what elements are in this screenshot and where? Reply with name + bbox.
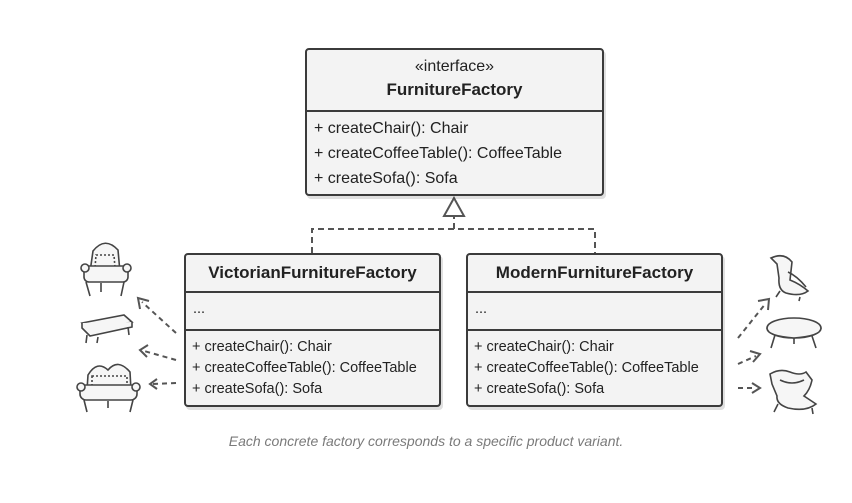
interface-furniture-factory-box: «interface» FurnitureFactory + createCha… xyxy=(305,48,604,196)
figure-caption: Each concrete factory corresponds to a s… xyxy=(228,433,624,449)
modern-method-create-chair: + createChair(): Chair xyxy=(474,339,614,355)
method-create-coffee-table: + createCoffeeTable(): CoffeeTable xyxy=(314,145,563,162)
arrow-to-modern-table xyxy=(737,355,757,365)
method-create-chair: + createChair(): Chair xyxy=(314,120,469,137)
realization-arrowhead xyxy=(442,195,466,217)
realization-line xyxy=(311,228,596,253)
victorian-method-create-coffee-table: + createCoffeeTable(): CoffeeTable xyxy=(192,360,417,376)
interface-stereotype: «interface» xyxy=(414,58,495,75)
modern-furniture-factory-box: ModernFurnitureFactory ... + createChair… xyxy=(466,253,723,407)
victorian-method-create-chair: + createChair(): Chair xyxy=(192,339,332,355)
modern-method-create-coffee-table: + createCoffeeTable(): CoffeeTable xyxy=(474,360,699,376)
arrow-to-victorian-sofa xyxy=(151,382,177,385)
victorian-fields-ellipsis: ... xyxy=(193,301,206,317)
interface-name: FurnitureFactory xyxy=(386,80,523,99)
modern-fields-ellipsis: ... xyxy=(475,301,488,317)
arrow-to-victorian-armchair xyxy=(141,301,177,334)
victorian-furniture-factory-box: VictorianFurnitureFactory ... + createCh… xyxy=(184,253,441,407)
victorian-method-create-sofa: + createSofa(): Sofa xyxy=(192,381,323,397)
arrow-to-victorian-table xyxy=(143,350,177,361)
victorian-factory-name: VictorianFurnitureFactory xyxy=(208,263,417,282)
method-create-sofa: + createSofa(): Sofa xyxy=(314,170,458,187)
modern-method-create-sofa: + createSofa(): Sofa xyxy=(474,381,605,397)
arrow-to-modern-chair xyxy=(737,302,767,339)
modern-factory-name: ModernFurnitureFactory xyxy=(495,263,694,282)
